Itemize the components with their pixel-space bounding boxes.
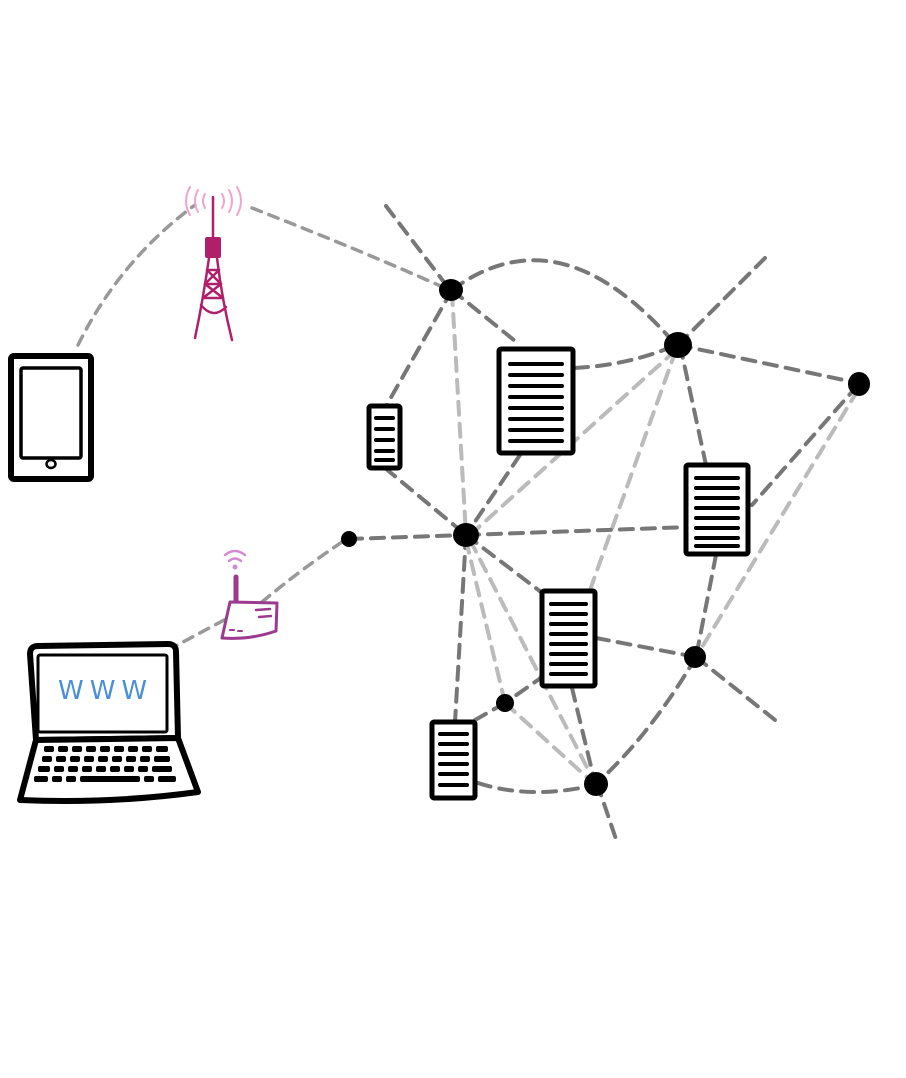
network-nodes — [341, 279, 870, 796]
network-node-icon — [341, 531, 357, 547]
tablet-icon — [8, 353, 94, 482]
document-icon — [496, 346, 576, 456]
signal-waves-icon — [185, 186, 242, 216]
network-node-icon — [848, 372, 870, 396]
network-node-icon — [453, 523, 479, 547]
document-icon — [683, 462, 751, 557]
network-node-icon — [684, 646, 706, 668]
radio-tower-icon — [185, 186, 242, 342]
wifi-signal-icon — [223, 549, 247, 563]
wifi-router-icon — [220, 549, 279, 640]
network-node-icon — [584, 772, 608, 796]
laptop-screen-text: WWW — [58, 676, 153, 706]
document-icon — [366, 403, 403, 471]
network-node-icon — [439, 279, 463, 301]
laptop-icon: WWW — [17, 641, 201, 804]
keyboard — [34, 746, 176, 782]
network-node-icon — [496, 694, 514, 712]
document-icon — [429, 719, 478, 801]
network-node-icon — [664, 332, 692, 358]
document-icon — [539, 588, 598, 689]
